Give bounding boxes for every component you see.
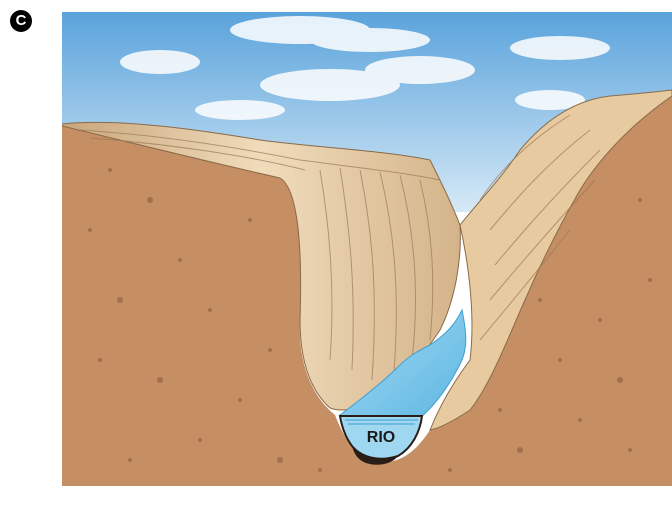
ground-left — [62, 92, 672, 486]
rock-strata — [79, 114, 601, 381]
panel-letter-badge: C — [10, 10, 32, 32]
river-bed — [352, 446, 398, 465]
canyon-wall-right — [429, 89, 672, 431]
river-label: RIO — [367, 429, 395, 446]
soil-specks — [88, 168, 652, 472]
water-ripples — [345, 419, 418, 425]
river-channel — [338, 415, 424, 460]
clouds — [120, 16, 610, 120]
river-water — [339, 308, 467, 419]
